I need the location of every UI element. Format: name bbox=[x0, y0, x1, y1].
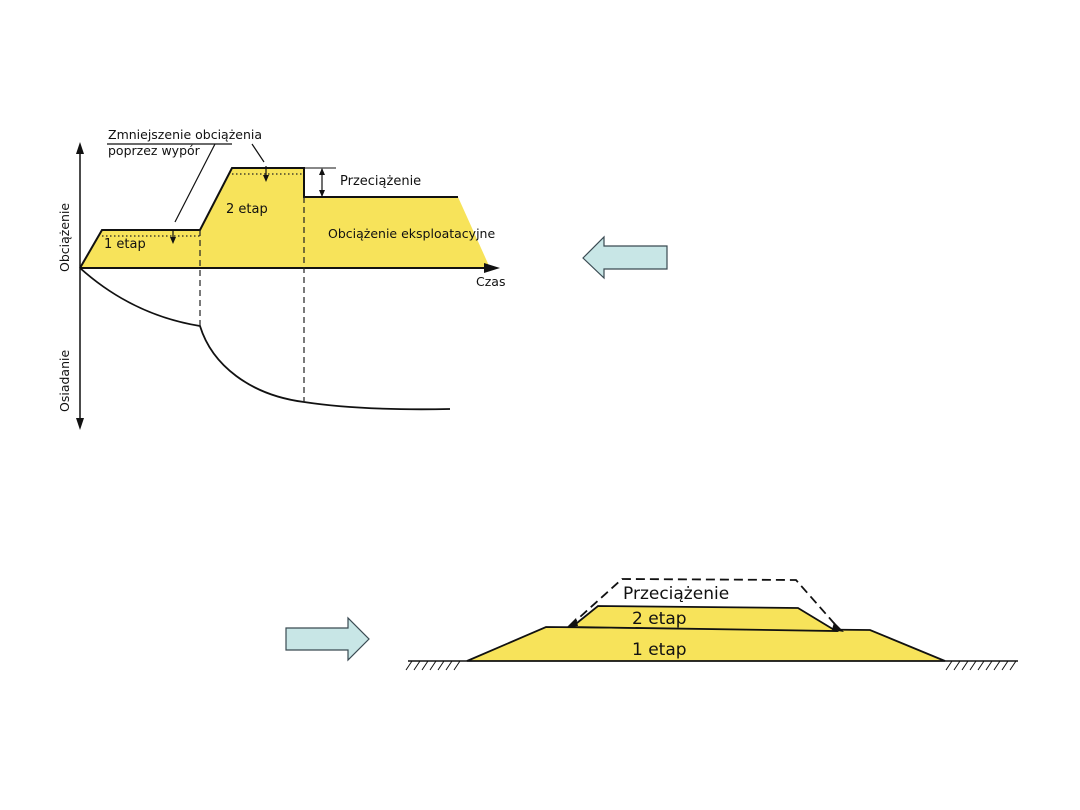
reduction-arrow-stage1-head bbox=[170, 237, 176, 244]
settlement-curve bbox=[79, 267, 451, 411]
embankment-stage1-label: 1 etap bbox=[632, 640, 687, 660]
right-pointing-arrow bbox=[285, 616, 370, 662]
vertical-axis-up-arrowhead bbox=[76, 142, 84, 154]
overload-label: Przeciążenie bbox=[340, 174, 421, 189]
ground-hatching-left bbox=[405, 660, 461, 671]
reduction-label-line2: poprzez wypór bbox=[108, 143, 201, 158]
overload-arrowhead-left bbox=[566, 618, 578, 628]
reduction-label-line1: Zmniejszenie obciążenia bbox=[108, 127, 262, 142]
embankment-overload-outline bbox=[569, 578, 841, 631]
overload-dimension-arrow-bottom bbox=[319, 190, 325, 197]
overload-dimension-arrow-top bbox=[319, 168, 325, 175]
overload-arrowhead-right bbox=[832, 622, 844, 632]
operational-load-label: Obciążenie eksploatacyjne bbox=[328, 226, 495, 241]
load-area bbox=[80, 168, 490, 268]
time-axis-arrowhead bbox=[484, 263, 500, 273]
vertical-axis-down-arrowhead bbox=[76, 418, 84, 430]
stage1-label: 1 etap bbox=[104, 237, 146, 252]
settlement-axis-label: Osiadanie bbox=[57, 350, 72, 412]
reduction-leader-lines bbox=[107, 143, 265, 223]
embankment-stage1 bbox=[466, 626, 946, 662]
load-settlement-diagram: Zmniejszenie obciążenia poprzez wypór Pr… bbox=[57, 127, 505, 430]
embankment-stage2-label: 2 etap bbox=[632, 609, 687, 629]
stage2-label: 2 etap bbox=[226, 202, 268, 217]
left-pointing-arrow bbox=[582, 235, 668, 280]
time-axis-label: Czas bbox=[476, 274, 505, 289]
embankment-stage2 bbox=[569, 605, 840, 632]
load-axis-label: Obciążenie bbox=[57, 203, 72, 272]
ground-hatching-right bbox=[945, 660, 1017, 671]
reduction-arrow-stage2-head bbox=[263, 175, 269, 182]
embankment-cross-section: Przeciążenie 2 etap 1 etap bbox=[405, 578, 1018, 671]
embankment-overload-label: Przeciążenie bbox=[623, 584, 729, 604]
